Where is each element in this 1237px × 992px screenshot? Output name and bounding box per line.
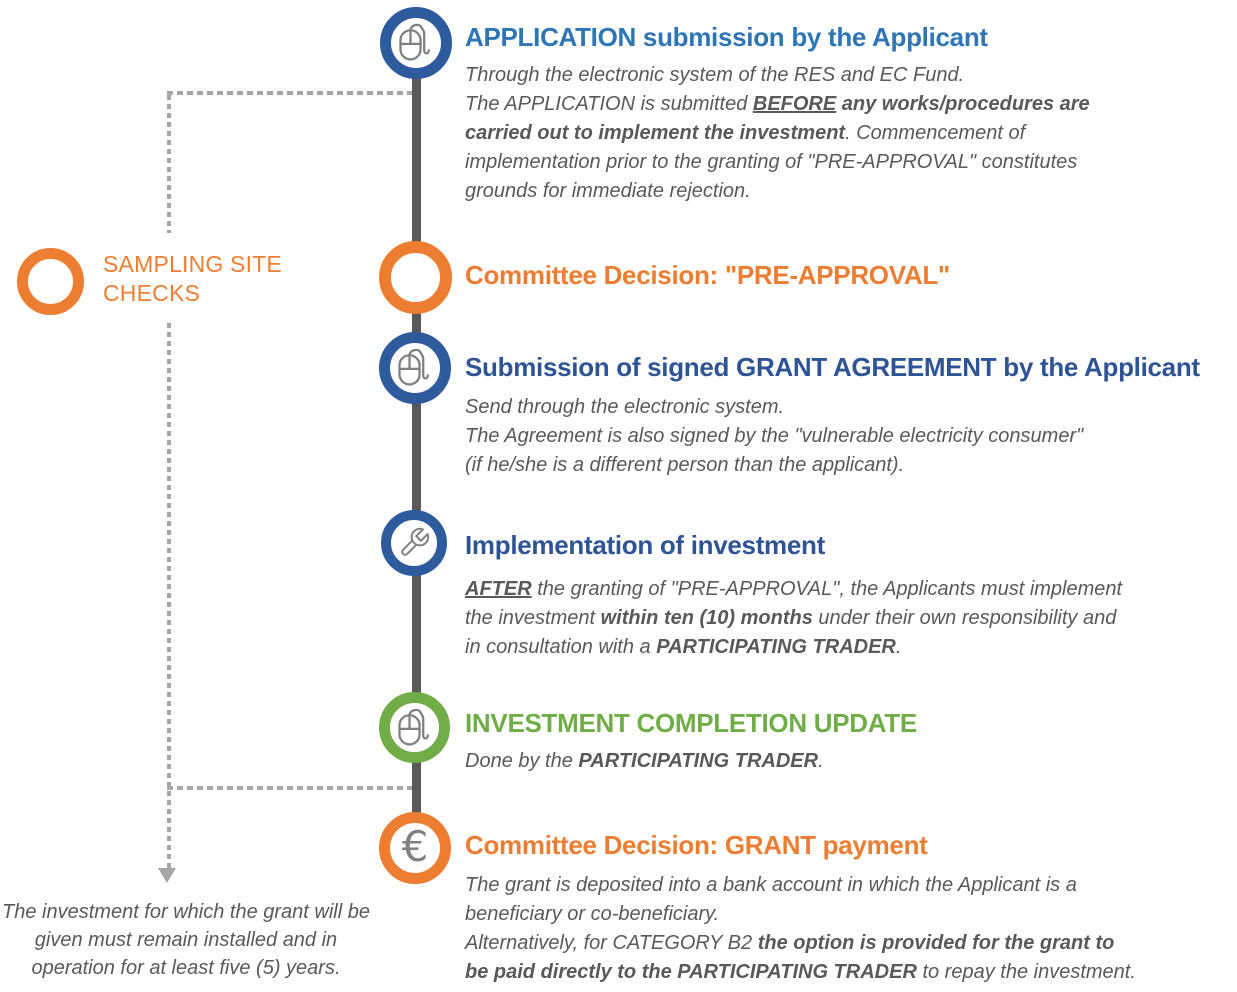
pre-approval-decision-node [379, 241, 452, 314]
footnote: The investment for which the grant will … [2, 898, 370, 982]
step-description: The grant is deposited into a bank accou… [465, 874, 1136, 983]
dotted-connector-top [167, 91, 413, 95]
mouse-icon [397, 708, 429, 746]
dotted-line-lower [167, 323, 171, 868]
footnote-line1: The investment for which the grant will … [2, 901, 370, 923]
sampling-label-line1: SAMPLING SITE [103, 251, 282, 277]
sampling-label-line2: CHECKS [103, 280, 201, 306]
grant-payment-decision-node: € [379, 812, 451, 884]
arrow-down-icon [158, 868, 176, 883]
step-title: INVESTMENT COMPLETION UPDATE [465, 708, 917, 738]
step-title: Submission of signed GRANT AGREEMENT by … [465, 352, 1200, 382]
dotted-connector-bottom [167, 786, 413, 790]
grant-agreement-step-node [379, 332, 451, 404]
step-description: Done by the PARTICIPATING TRADER. [465, 750, 824, 772]
mouse-icon [398, 348, 429, 386]
timeline-bar [412, 43, 421, 848]
implementation-step-node [381, 510, 447, 576]
step-title: Committee Decision: GRANT payment [465, 830, 928, 860]
footnote-line3: operation for at least five (5) years. [31, 957, 341, 979]
step-title: APPLICATION submission by the Applicant [465, 22, 988, 52]
step-title: Implementation of investment [465, 530, 825, 560]
wrench-icon [401, 527, 430, 556]
step-description: Send through the electronic system.The A… [465, 396, 1084, 476]
step-description: AFTER the granting of "PRE-APPROVAL", th… [465, 578, 1123, 658]
sampling-ring-icon [17, 248, 84, 315]
application-step-node [380, 7, 452, 79]
sampling-site-checks-label: SAMPLING SITE CHECKS [103, 250, 303, 308]
step-description: Through the electronic system of the RES… [465, 64, 1090, 202]
completion-update-step-node [379, 692, 450, 763]
footnote-line2: given must remain installed and in [34, 929, 338, 951]
step-title: Committee Decision: "PRE-APPROVAL" [465, 260, 950, 290]
mouse-icon [399, 23, 430, 61]
euro-icon: € [401, 821, 429, 871]
dotted-line-upper [167, 95, 171, 233]
